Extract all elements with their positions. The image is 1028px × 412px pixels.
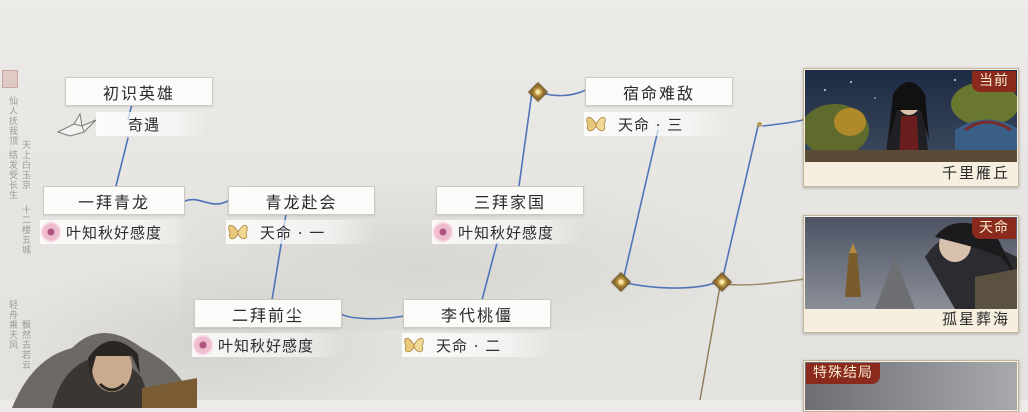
story-node-suming-type: 天命 · 三	[584, 112, 734, 136]
node-subtitle: 天命 · 一	[260, 223, 326, 242]
story-node-sanbai-type: 叶知秋好感度	[432, 220, 582, 244]
node-subtitle: 叶知秋好感度	[458, 223, 555, 242]
node-title: 三拜家国	[473, 192, 546, 212]
node-title: 一拜青龙	[77, 192, 150, 212]
ending-card-qianli[interactable]: 当前 千里雁丘	[803, 68, 1019, 187]
node-subtitle: 奇遇	[128, 115, 161, 134]
butterfly-icon	[404, 337, 424, 353]
story-node-sanbai[interactable]: 三拜家国	[436, 186, 584, 215]
story-connector-lines	[115, 89, 807, 400]
character-portrait	[0, 318, 202, 408]
story-node-yibai-type: 叶知秋好感度	[40, 220, 190, 244]
ending-card-caption: 孤星葬海	[941, 310, 1010, 328]
calligraphy-column: 轻舟乘天风	[7, 300, 17, 350]
flower-icon	[192, 334, 214, 356]
node-title: 青龙赴会	[265, 192, 338, 212]
story-node-erbai-type: 叶知秋好感度	[192, 333, 342, 357]
story-node-lidai[interactable]: 李代桃僵	[403, 299, 551, 328]
story-node-suming[interactable]: 宿命难敌	[585, 77, 733, 106]
node-subtitle: 叶知秋好感度	[218, 336, 315, 355]
node-title: 二拜前尘	[231, 305, 304, 325]
butterfly-icon	[586, 116, 606, 132]
node-title: 宿命难敌	[622, 83, 695, 103]
calligraphy-column: 飘然去若云	[20, 320, 30, 370]
story-node-yibai[interactable]: 一拜青龙	[43, 186, 185, 215]
node-title: 李代桃僵	[440, 305, 513, 325]
calligraphy-column: 仙人抚我顶	[7, 96, 17, 146]
story-node-qinglong[interactable]: 青龙赴会	[228, 186, 375, 215]
story-node-erbai[interactable]: 二拜前尘	[194, 299, 342, 328]
calligraphy-column: 结发受长生	[7, 150, 17, 200]
flower-icon	[40, 221, 62, 243]
flower-icon	[432, 221, 454, 243]
status-badge: 天命	[972, 218, 1016, 239]
story-node-chushi-type: 奇遇	[96, 112, 208, 136]
ending-card-caption: 千里雁丘	[941, 164, 1010, 182]
butterfly-icon	[228, 224, 248, 240]
calligraphy-column: 天上白玉京	[20, 140, 30, 190]
status-badge: 特殊结局	[806, 363, 880, 384]
paper-crane-icon	[56, 112, 97, 137]
route-junction-dot	[757, 122, 762, 127]
node-subtitle: 叶知秋好感度	[66, 223, 163, 242]
calligraphy-column: 十二楼五城	[20, 205, 30, 255]
ending-card-guxing[interactable]: 天命 孤星葬海	[803, 215, 1019, 333]
node-subtitle: 天命 · 三	[618, 115, 684, 134]
story-node-qinglong-type: 天命 · 一	[226, 220, 376, 244]
story-node-chushi[interactable]: 初识英雄	[65, 77, 213, 106]
node-subtitle: 天命 · 二	[436, 336, 502, 355]
node-title: 初识英雄	[102, 83, 175, 103]
seal-stamp-icon	[2, 70, 18, 88]
ending-card-special[interactable]: 特殊结局	[803, 360, 1019, 412]
story-node-lidai-type: 天命 · 二	[402, 333, 552, 357]
status-badge: 当前	[972, 71, 1016, 92]
